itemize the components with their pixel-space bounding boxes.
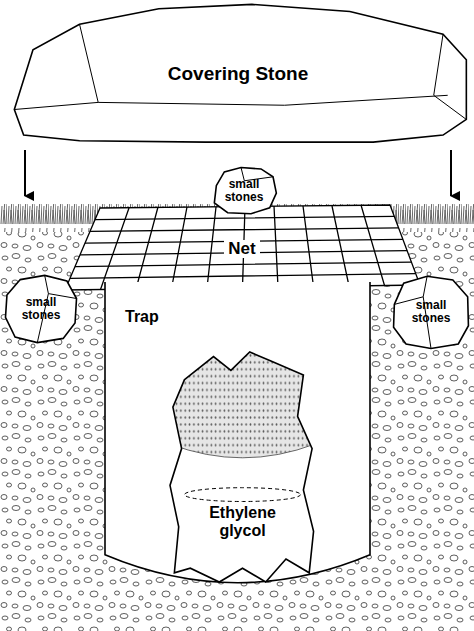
- net-label: Net: [224, 240, 259, 259]
- small-stone-text-group: small stones: [211, 166, 278, 215]
- covering-stone-text-group: Covering Stone: [5, 3, 471, 145]
- small-stone-label: small stones: [219, 178, 269, 203]
- trap-cylinder-text-group: Trap: [125, 308, 159, 326]
- trap-cylinder: TrapEthylene glycol: [105, 282, 370, 592]
- glycol-cup-text-group: Ethylene glycol: [170, 504, 315, 541]
- small-stone: small stones: [211, 166, 278, 215]
- covering-stone-label: Covering Stone: [168, 63, 308, 85]
- small-stone: small stones: [392, 274, 470, 350]
- trap-cylinder-label: Trap: [125, 308, 159, 326]
- net-grid: [65, 205, 420, 290]
- small-stone: small stones: [4, 274, 78, 344]
- covering-stone: Covering Stone: [5, 3, 471, 145]
- small-stone-text-group: small stones: [392, 274, 470, 350]
- glycol-cup-outline: [170, 352, 315, 582]
- small-stone-text-group: small stones: [4, 274, 78, 344]
- glycol-cup: Ethylene glycol: [170, 352, 315, 582]
- glycol-cup-label: Ethylene glycol: [193, 504, 293, 541]
- small-stone-label: small stones: [16, 296, 66, 321]
- small-stone-label: small stones: [406, 299, 456, 324]
